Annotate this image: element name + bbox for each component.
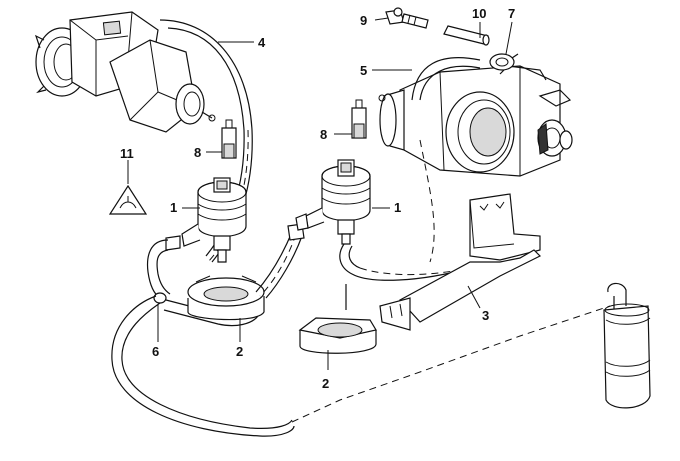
part-number-9: 9 bbox=[360, 13, 367, 28]
part-number-2-right: 2 bbox=[322, 376, 329, 391]
part-number-4: 4 bbox=[258, 35, 266, 50]
part-number-5: 5 bbox=[360, 63, 367, 78]
vacuum-reservoir bbox=[603, 282, 651, 409]
hose-right-lower bbox=[339, 243, 477, 310]
solenoid-valve-1-right bbox=[295, 159, 371, 245]
part-number-7: 7 bbox=[508, 6, 515, 21]
part-number-8-left: 8 bbox=[194, 145, 201, 160]
vacuum-hose-5 bbox=[411, 57, 481, 263]
part-number-3: 3 bbox=[482, 308, 489, 323]
warning-label-11 bbox=[108, 184, 148, 215]
mount-bracket-2-right bbox=[298, 317, 377, 354]
throttle-body-right bbox=[378, 65, 573, 177]
part-number-1-right: 1 bbox=[394, 200, 401, 215]
leader-lines bbox=[127, 17, 513, 370]
part-number-10: 10 bbox=[472, 6, 486, 21]
part-number-8-right: 8 bbox=[320, 127, 327, 142]
part-number-11: 11 bbox=[120, 146, 134, 161]
part-number-6: 6 bbox=[152, 344, 159, 359]
connector-8-right bbox=[351, 99, 367, 139]
part-number-2-left: 2 bbox=[236, 344, 243, 359]
throttle-body-left bbox=[34, 11, 216, 133]
part-number-1-left: 1 bbox=[170, 200, 177, 215]
hose-piece-10 bbox=[443, 25, 490, 46]
hose-lower-left bbox=[111, 235, 611, 437]
solenoid-valve-1-left bbox=[181, 177, 247, 263]
hose-clamp-7 bbox=[489, 53, 519, 71]
connector-nipple-9 bbox=[385, 7, 429, 29]
hose-middle bbox=[255, 223, 305, 299]
part-callouts: 1 1 2 2 3 4 5 6 7 8 8 9 10 11 bbox=[120, 6, 515, 391]
mounting-bracket-3 bbox=[379, 193, 542, 331]
connector-8-left bbox=[221, 119, 237, 159]
mount-bracket-2-left bbox=[187, 275, 265, 321]
